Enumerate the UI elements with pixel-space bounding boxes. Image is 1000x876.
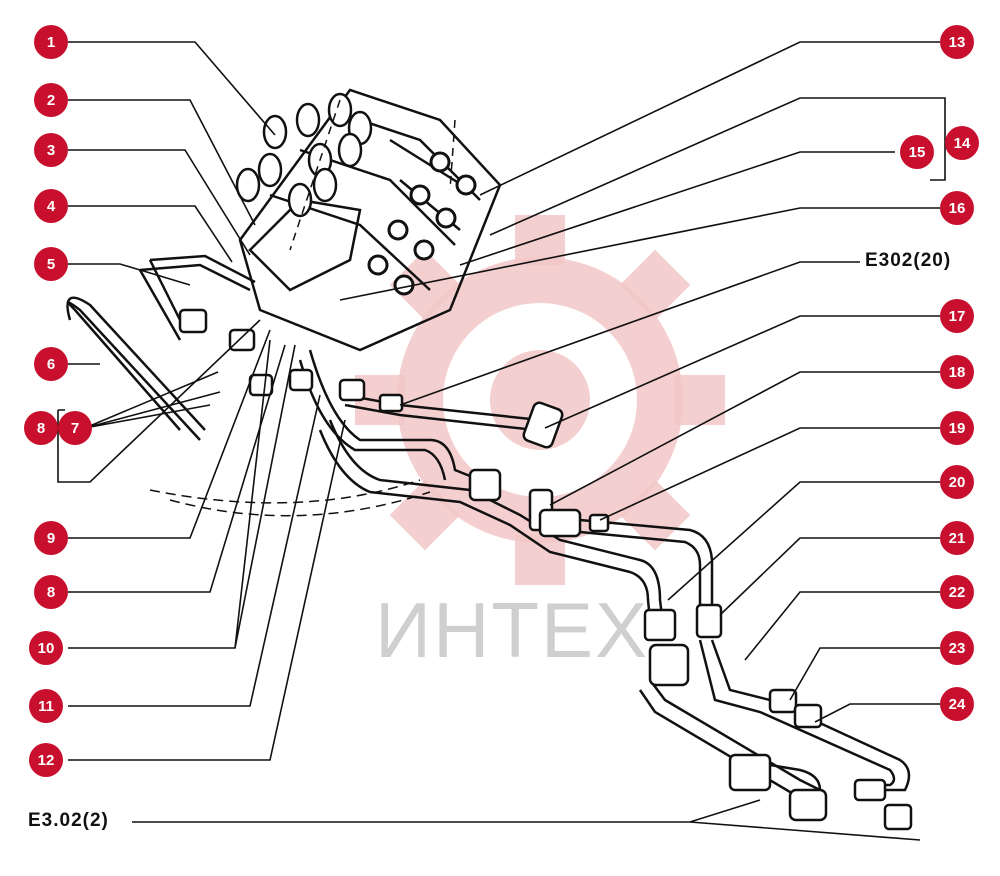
callout-6: 6 xyxy=(34,347,68,381)
callout-11: 11 xyxy=(29,689,63,723)
callout-20: 20 xyxy=(940,465,974,499)
callout-18: 18 xyxy=(940,355,974,389)
callout-21: 21 xyxy=(940,521,974,555)
callout-1: 1 xyxy=(34,25,68,59)
valve-caps xyxy=(235,92,373,218)
callout-12: 12 xyxy=(29,743,63,777)
reference-label-right: E302(20) xyxy=(865,250,952,271)
callout-7: 7 xyxy=(58,411,92,445)
callout-15: 15 xyxy=(900,135,934,169)
callout-8-upper: 8 xyxy=(24,411,58,445)
callout-5: 5 xyxy=(34,247,68,281)
callout-22: 22 xyxy=(940,575,974,609)
loop-pipe xyxy=(66,254,256,441)
callout-16: 16 xyxy=(940,191,974,225)
dashed-edge xyxy=(289,99,456,251)
callout-8-lower: 8 xyxy=(34,575,68,609)
callout-13: 13 xyxy=(940,25,974,59)
callout-4: 4 xyxy=(34,189,68,223)
pipe-fittings xyxy=(178,308,913,831)
reference-label-bottom: E3.02(2) xyxy=(28,810,109,831)
watermark-text: ИНТЕХ xyxy=(375,586,650,674)
callout-24: 24 xyxy=(940,687,974,721)
leader-lines xyxy=(57,41,946,841)
callout-2: 2 xyxy=(34,83,68,117)
callout-19: 19 xyxy=(940,411,974,445)
callout-23: 23 xyxy=(940,631,974,665)
watermark-gear-teeth xyxy=(355,215,725,585)
callout-3: 3 xyxy=(34,133,68,167)
callout-10: 10 xyxy=(29,631,63,665)
callout-9: 9 xyxy=(34,521,68,555)
valve-ports xyxy=(367,151,477,296)
callout-14: 14 xyxy=(945,126,979,160)
callout-17: 17 xyxy=(940,299,974,333)
dashed-arcs xyxy=(149,479,431,517)
watermark-gear-icon xyxy=(397,257,683,543)
